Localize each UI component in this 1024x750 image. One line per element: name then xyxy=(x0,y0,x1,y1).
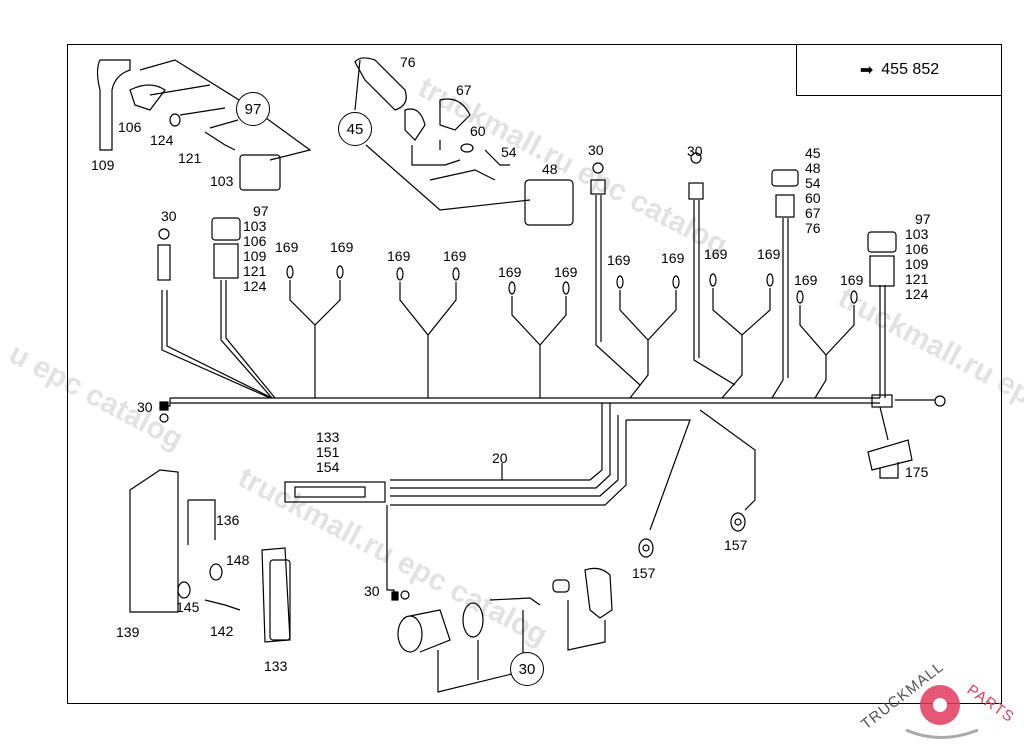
part-label[interactable]: 109 xyxy=(243,248,267,264)
injector-label-169[interactable]: 169 xyxy=(554,264,578,280)
part-label[interactable]: 142 xyxy=(210,623,234,639)
injector-label-169[interactable]: 169 xyxy=(840,272,864,288)
injector-label-169[interactable]: 169 xyxy=(661,250,685,266)
part-label[interactable]: 48 xyxy=(542,161,558,177)
truckmall-parts-logo: TRUCKMALL PARTS xyxy=(858,660,1018,739)
part-label[interactable]: 97 xyxy=(915,211,931,227)
ecu-connector-callouts: 133 151 154 xyxy=(316,430,339,475)
callout-circle-97[interactable]: 97 xyxy=(236,92,270,126)
part-label[interactable]: 136 xyxy=(216,512,240,528)
injector-label-169[interactable]: 169 xyxy=(443,248,467,264)
part-label[interactable]: 133 xyxy=(316,429,340,445)
ring-terminal-label-157[interactable]: 157 xyxy=(632,565,656,581)
part-label[interactable]: 60 xyxy=(805,190,821,206)
part-label[interactable]: 48 xyxy=(805,160,821,176)
reference-box: ➡ 455 852 xyxy=(796,44,1002,96)
part-label[interactable]: 109 xyxy=(905,256,929,272)
part-label-30[interactable]: 30 xyxy=(161,208,177,224)
part-label[interactable]: 145 xyxy=(176,599,200,615)
injector-label-169[interactable]: 169 xyxy=(757,246,781,262)
reference-number: 455 852 xyxy=(881,60,940,78)
logo-text-right: PARTS xyxy=(964,681,1018,726)
injector-label-169[interactable]: 169 xyxy=(498,264,522,280)
part-label[interactable]: 103 xyxy=(905,226,929,242)
part-label[interactable]: 54 xyxy=(501,144,517,160)
harness-label-20[interactable]: 20 xyxy=(492,450,508,466)
part-label[interactable]: 103 xyxy=(243,218,267,234)
part-label[interactable]: 97 xyxy=(253,203,269,219)
part-label[interactable]: 67 xyxy=(805,205,821,221)
part-label[interactable]: 106 xyxy=(243,233,267,249)
main-trunk xyxy=(170,397,880,404)
callout-circle-30[interactable]: 30 xyxy=(510,652,544,686)
connector-left-callouts: 97 103 106 109 121 124 xyxy=(243,204,269,294)
part-label[interactable]: 60 xyxy=(470,123,486,139)
right-arrow-icon: ➡ xyxy=(859,61,874,79)
injector-label-169[interactable]: 169 xyxy=(275,239,299,255)
ring-terminal-157-right xyxy=(730,512,746,532)
part-label-30[interactable]: 30 xyxy=(588,142,604,158)
ring-terminal-157-left xyxy=(638,538,654,558)
injector-label-169[interactable]: 169 xyxy=(704,246,728,262)
injector-label-169[interactable]: 169 xyxy=(794,272,818,288)
part-label-30[interactable]: 30 xyxy=(364,583,380,599)
connector-right-callouts: 97 103 106 109 121 124 xyxy=(905,212,931,302)
part-label[interactable]: 109 xyxy=(91,157,115,173)
part-label[interactable]: 67 xyxy=(456,82,472,98)
connector-mid-callouts: 45 48 54 60 67 76 xyxy=(805,146,821,236)
part-label[interactable]: 133 xyxy=(264,658,288,674)
ring-terminal xyxy=(934,395,946,407)
callout-circle-45[interactable]: 45 xyxy=(338,112,372,146)
part-label[interactable]: 76 xyxy=(400,54,416,70)
tee-label-175[interactable]: 175 xyxy=(905,464,929,480)
injector-label-169[interactable]: 169 xyxy=(330,239,354,255)
part-label[interactable]: 121 xyxy=(243,263,267,279)
part-label[interactable]: 103 xyxy=(210,173,234,189)
injector-label-169[interactable]: 169 xyxy=(387,248,411,264)
part-label[interactable]: 139 xyxy=(116,624,140,640)
part-label-30[interactable]: 30 xyxy=(137,399,153,415)
part-label[interactable]: 54 xyxy=(805,175,821,191)
part-label[interactable]: 76 xyxy=(805,220,821,236)
part-label[interactable]: 106 xyxy=(905,241,929,257)
injector-pairs xyxy=(289,280,855,399)
part-label[interactable]: 151 xyxy=(316,444,340,460)
part-label[interactable]: 121 xyxy=(905,271,929,287)
part-label[interactable]: 154 xyxy=(316,459,340,475)
part-label[interactable]: 121 xyxy=(178,150,202,166)
part-label[interactable]: 124 xyxy=(905,286,929,302)
injector-label-169[interactable]: 169 xyxy=(607,252,631,268)
part-label-30[interactable]: 30 xyxy=(687,143,703,159)
ring-terminal-label-157[interactable]: 157 xyxy=(724,537,748,553)
part-label[interactable]: 148 xyxy=(226,552,250,568)
part-label[interactable]: 124 xyxy=(243,278,267,294)
injector-tips xyxy=(286,265,858,304)
part-label[interactable]: 106 xyxy=(118,119,142,135)
part-label[interactable]: 124 xyxy=(150,132,174,148)
part-label[interactable]: 45 xyxy=(805,145,821,161)
diagram-frame xyxy=(67,44,1002,704)
